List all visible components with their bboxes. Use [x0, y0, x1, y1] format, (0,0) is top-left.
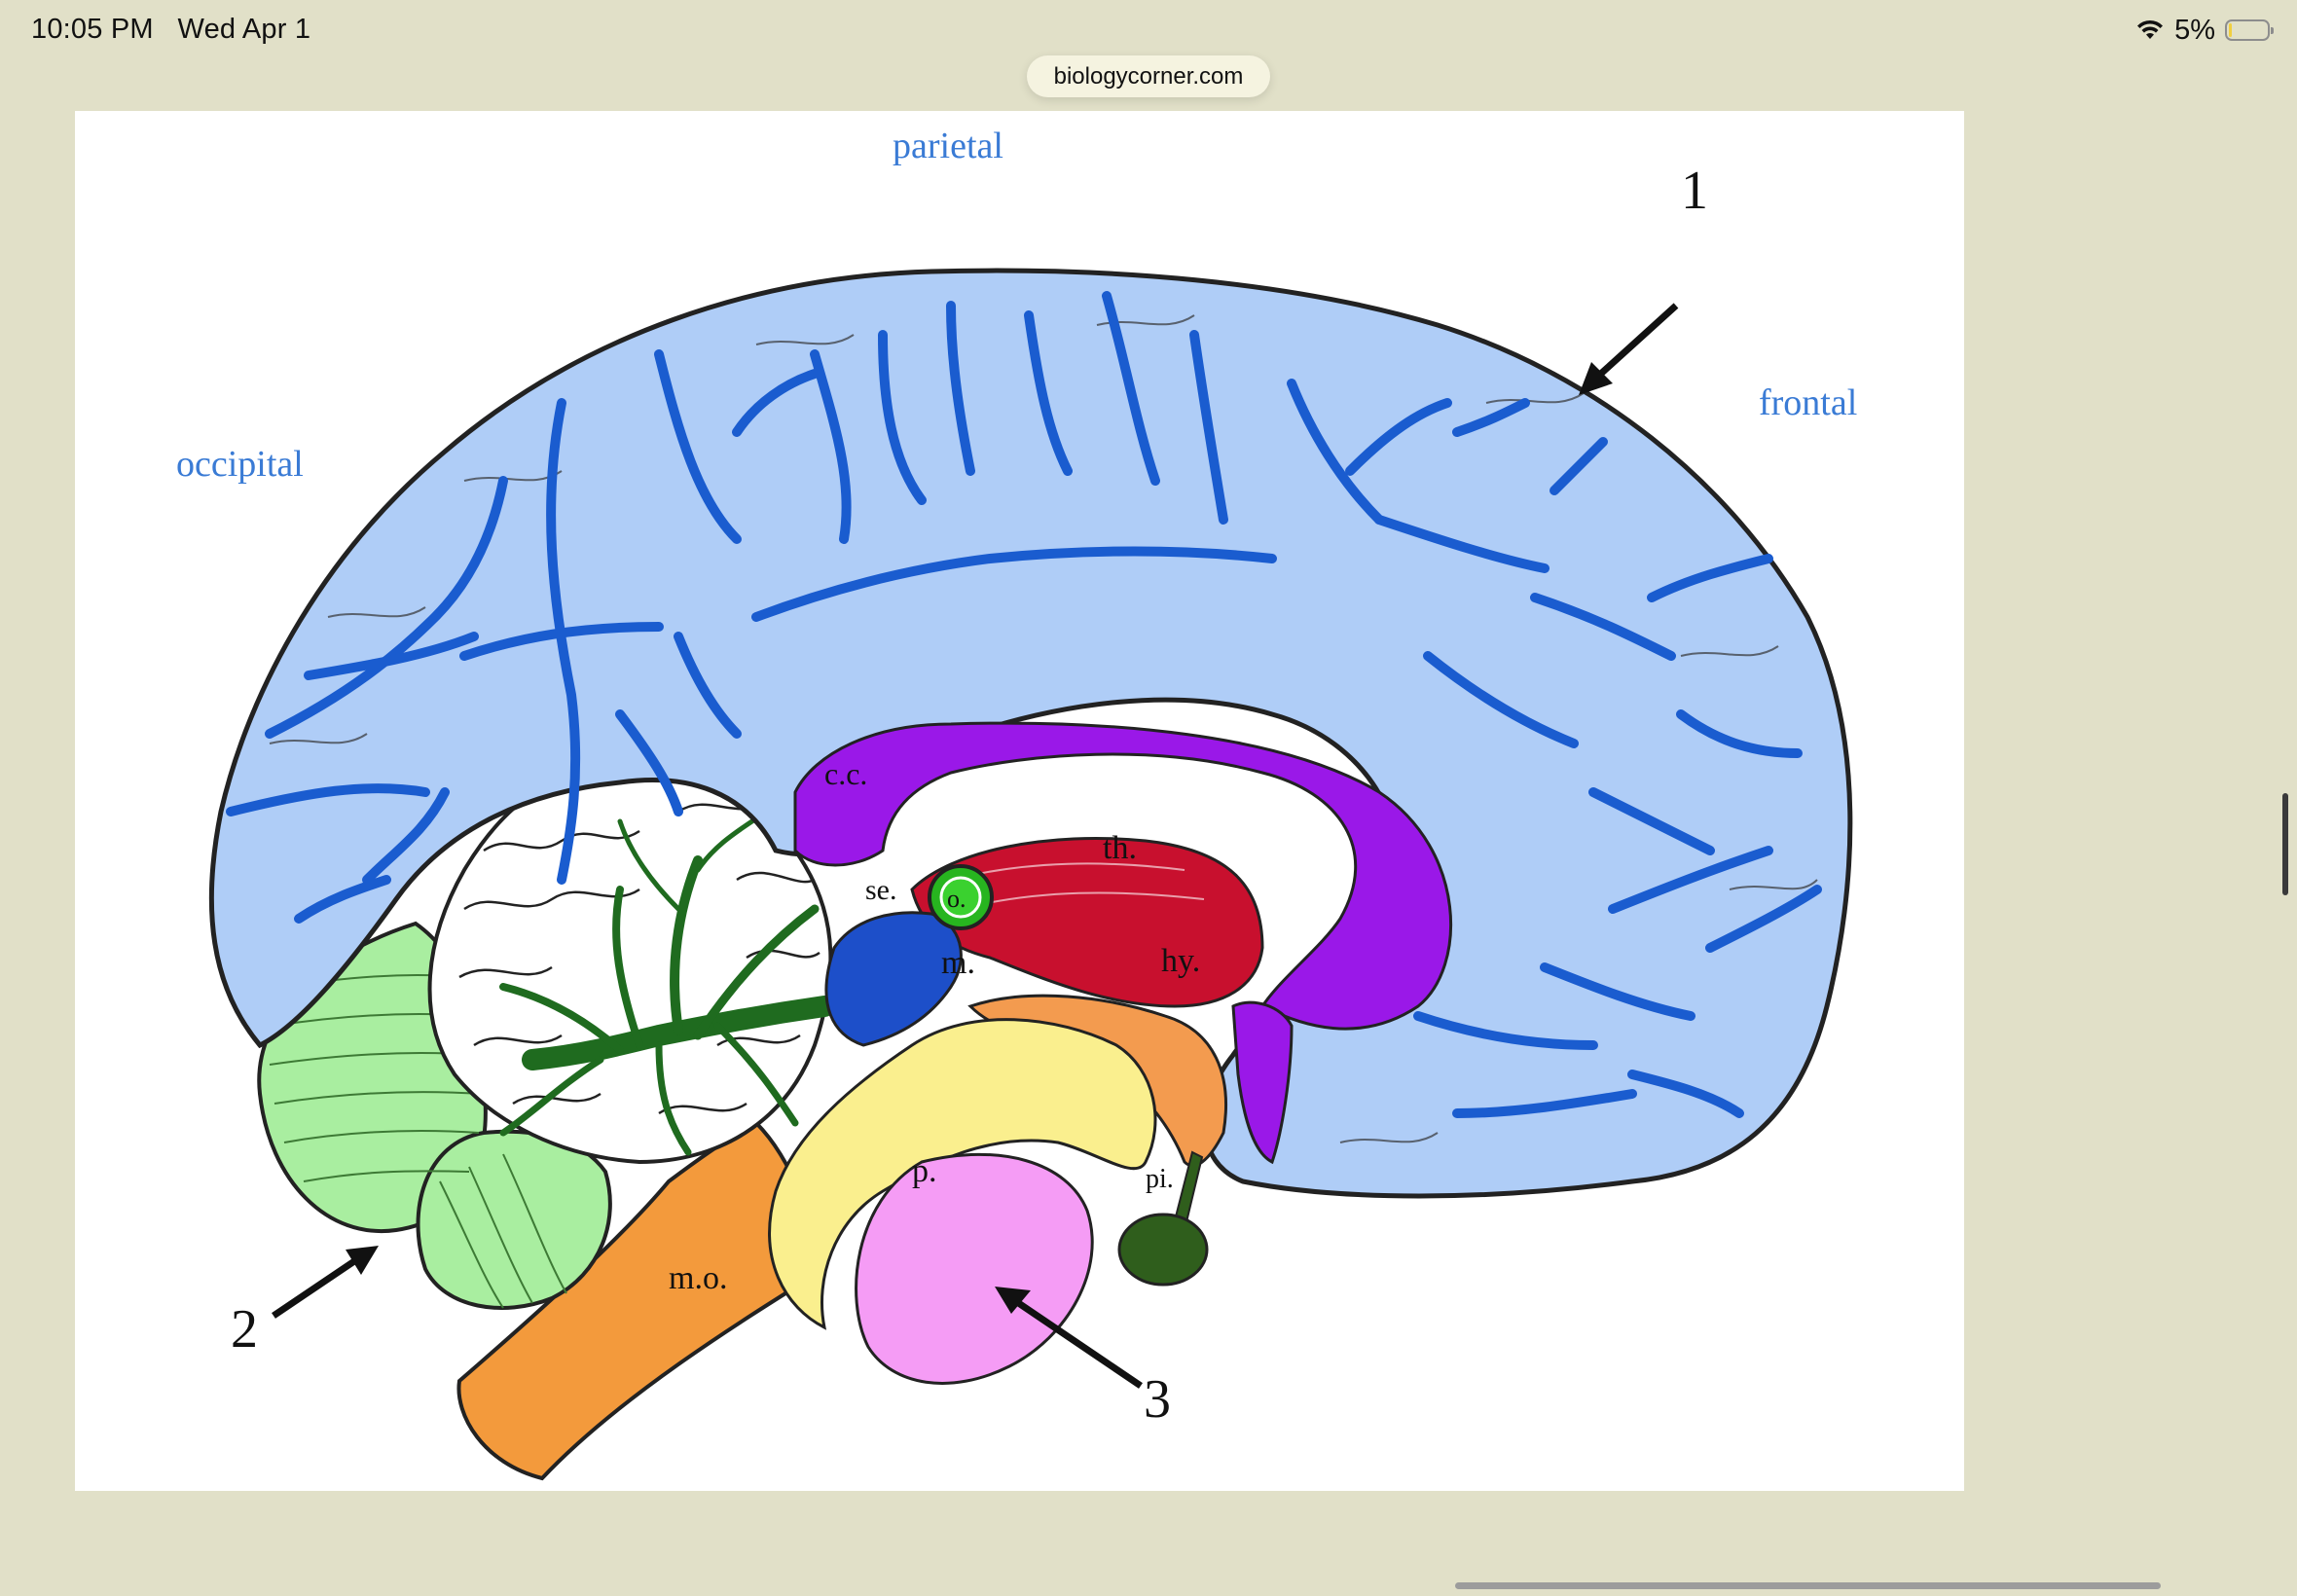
part-label-p: p.: [912, 1153, 937, 1189]
part-label-se: se.: [865, 874, 897, 906]
status-time: 10:05 PM: [31, 14, 154, 45]
part-label-hy: hy.: [1161, 943, 1200, 979]
part-label-m: m.: [941, 945, 975, 981]
status-bar: 10:05 PM Wed Apr 1 5%: [0, 0, 2297, 62]
septum: [824, 911, 963, 1047]
cerebrum-gyri-texture: [269, 314, 1818, 1143]
arrow-label-2: 2: [231, 1299, 258, 1360]
status-time-date: 10:05 PM Wed Apr 1: [31, 14, 310, 46]
status-indicators: 5%: [2135, 12, 2274, 49]
label-parietal: parietal: [893, 126, 1003, 166]
battery-icon: [2225, 19, 2274, 41]
address-bar-url[interactable]: biologycorner.com: [1027, 55, 1270, 97]
status-date: Wed Apr 1: [177, 14, 311, 45]
pineal-gland-inner: [939, 876, 982, 919]
home-indicator[interactable]: [1455, 1582, 2161, 1589]
label-frontal: frontal: [1759, 382, 1857, 423]
part-label-mo: m.o.: [669, 1260, 727, 1296]
arrows: [272, 303, 1679, 1389]
part-label-o: o.: [947, 885, 966, 913]
corpus-callosum: [793, 721, 1453, 1031]
vertical-scrollbar[interactable]: [2282, 793, 2288, 895]
label-occipital: occipital: [176, 444, 304, 485]
fornix: [1231, 1000, 1294, 1165]
pituitary-gland: [1117, 1213, 1209, 1287]
part-label-th: th.: [1103, 830, 1137, 866]
battery-percentage: 5%: [2174, 14, 2215, 46]
wifi-icon: [2137, 19, 2164, 39]
part-label-pi: pi.: [1146, 1164, 1174, 1194]
part-label-cc: c.c.: [824, 756, 867, 791]
brain-diagram: parietal frontal occipital 1 2 3 c.c. th…: [176, 126, 1857, 1481]
battery-level: [2229, 23, 2232, 37]
pons: [855, 1152, 1094, 1385]
thalamus: [910, 836, 1264, 1008]
arrow-label-1: 1: [1681, 161, 1708, 221]
brain-diagram-figure: parietal frontal occipital 1 2 3 c.c. th…: [75, 111, 1964, 1491]
cerebrum-sulci: [226, 291, 1822, 1118]
arrow-label-3: 3: [1144, 1369, 1171, 1430]
